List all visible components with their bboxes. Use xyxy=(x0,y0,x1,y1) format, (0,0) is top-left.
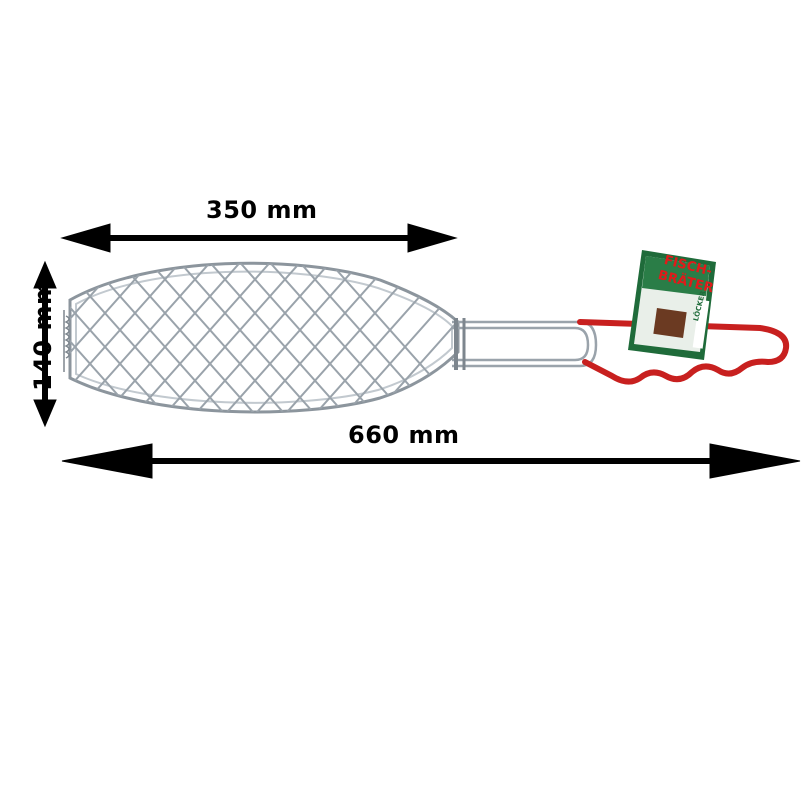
dimension-label-height: 140 mm xyxy=(29,279,57,391)
arrow-height xyxy=(33,260,57,428)
red-handle xyxy=(577,319,790,385)
tag-food-photo xyxy=(653,308,687,338)
arrow-basket-width xyxy=(60,223,458,253)
dimension-label-total-length: 660 mm xyxy=(348,421,460,449)
fish-basket xyxy=(63,261,460,414)
wire-handle xyxy=(452,318,598,370)
product-tag xyxy=(628,250,716,360)
arrow-total-length xyxy=(61,443,801,479)
dimension-label-basket-width: 350 mm xyxy=(206,196,318,224)
